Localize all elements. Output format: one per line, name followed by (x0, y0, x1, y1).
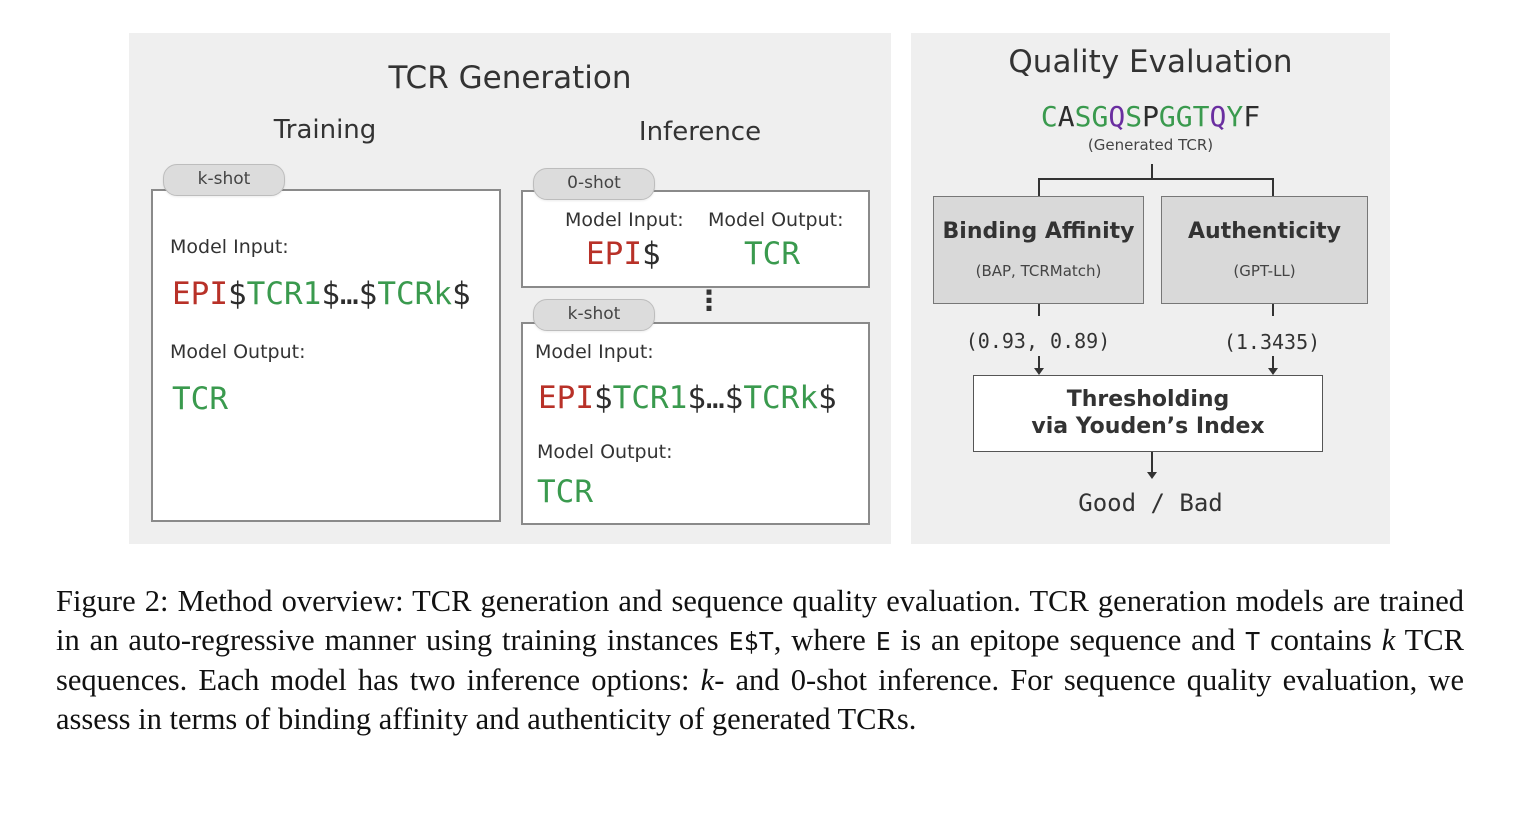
binding-affinity-score: (0.93, 0.89) (965, 329, 1111, 353)
generated-tcr-residue: Q (1209, 100, 1227, 133)
caption-text: Figure 2: Method overview: TCR generatio… (56, 584, 1464, 657)
epitope-token: EPI (586, 236, 642, 272)
inference-k-shot-output-label: Model Output: (537, 441, 673, 463)
authenticity-box: Authenticity (GPT-LL) (1161, 196, 1368, 304)
training-input-sequence: EPI$TCR1$…$TCRk$ (172, 276, 471, 312)
caption-code: T (1245, 627, 1261, 656)
separator-token: $ (451, 276, 471, 312)
generated-tcr-sequence: CASGQSPGGTQYF (911, 100, 1390, 133)
arrow-head-icon (1268, 368, 1278, 375)
zero-shot-output-label: Model Output: (708, 209, 844, 231)
connector-line (1038, 304, 1040, 316)
caption-italic-k: k (700, 663, 715, 697)
tcrk-token: TCRk (743, 380, 818, 416)
caption-text: TCR sequences. Each model has two infere… (56, 623, 1464, 697)
training-output-sequence: TCR (172, 381, 228, 417)
zero-shot-input-label: Model Input: (565, 209, 684, 231)
inference-k-shot-box (521, 322, 870, 525)
separator-token: $ (817, 380, 837, 416)
tcrk-token: TCRk (377, 276, 452, 312)
tcr1-token: TCR1 (612, 380, 688, 416)
generated-tcr-residue: S (1074, 100, 1092, 133)
caption-code: E (875, 627, 891, 656)
thresholding-box: Thresholding via Youden’s Index (973, 375, 1323, 452)
binding-affinity-title: Binding Affinity (942, 219, 1135, 244)
binding-affinity-methods: (BAP, TCRMatch) (975, 262, 1102, 280)
connector-line (1038, 178, 1273, 180)
result-good-bad: Good / Bad (1078, 489, 1223, 517)
generated-tcr-residue: T (1192, 100, 1210, 133)
generated-tcr-residue: Q (1108, 100, 1126, 133)
inference-k-shot-input-sequence: EPI$TCR1$…$TCRk$ (538, 380, 837, 416)
generated-tcr-residue: Y (1226, 100, 1244, 133)
training-output-label: Model Output: (170, 341, 306, 363)
zero-shot-pill: 0-shot (533, 168, 655, 200)
generated-tcr-residue: C (1040, 100, 1058, 133)
epitope-token: EPI (538, 380, 594, 416)
generated-tcr-residue: P (1142, 100, 1159, 133)
caption-text: , where (773, 623, 876, 657)
inference-heading: Inference (638, 117, 762, 147)
caption-text: - and 0-shot inference. For sequence qua… (56, 663, 1464, 736)
generated-tcr-residue: G (1158, 100, 1176, 133)
epitope-token: EPI (172, 276, 228, 312)
vertical-ellipsis: ⋮ (695, 284, 723, 317)
authenticity-title: Authenticity (1188, 219, 1341, 244)
connector-line (1038, 178, 1040, 197)
binding-affinity-box: Binding Affinity (BAP, TCRMatch) (933, 196, 1144, 304)
thresholding-line1: Thresholding (1066, 387, 1230, 412)
generated-tcr-residue: G (1175, 100, 1193, 133)
caption-code: E$T (728, 627, 774, 656)
separator-token: $ (594, 380, 613, 416)
caption-italic-k: k (1381, 623, 1396, 657)
connector-line (1151, 452, 1153, 473)
tcr1-token: TCR1 (246, 276, 322, 312)
generated-tcr-residue: S (1125, 100, 1143, 133)
thresholding-line2: via Youden’s Index (1031, 414, 1265, 439)
generated-tcr-residue: F (1243, 100, 1261, 133)
authenticity-score: (1.3435) (1223, 330, 1321, 354)
training-box (151, 189, 501, 522)
inference-k-shot-input-label: Model Input: (535, 341, 654, 363)
connector-line (1151, 164, 1153, 179)
zero-shot-box (521, 190, 870, 288)
quality-evaluation-title: Quality Evaluation (1008, 44, 1293, 80)
arrow-head-icon (1147, 472, 1157, 479)
training-k-shot-pill: k-shot (163, 164, 285, 196)
separator-token: $ (228, 276, 247, 312)
caption-text: is an epitope sequence and (890, 623, 1246, 657)
zero-shot-output-sequence: TCR (744, 236, 800, 272)
connector-line (1272, 304, 1274, 316)
inference-k-shot-output-sequence: TCR (537, 474, 593, 510)
connector-line (1272, 178, 1274, 197)
generated-tcr-residue: A (1057, 100, 1075, 133)
connector-line (1272, 356, 1274, 369)
tcr-generation-title: TCR Generation (388, 60, 632, 96)
separator-ellipsis-token: $…$ (687, 380, 744, 416)
generated-tcr-label: (Generated TCR) (1087, 136, 1214, 154)
training-heading: Training (273, 115, 377, 145)
separator-ellipsis-token: $…$ (321, 276, 378, 312)
separator-token: $ (642, 236, 661, 272)
training-input-label: Model Input: (170, 236, 289, 258)
caption-text: contains (1260, 623, 1382, 657)
arrow-head-icon (1034, 368, 1044, 375)
connector-line (1038, 356, 1040, 369)
authenticity-methods: (GPT-LL) (1233, 262, 1296, 280)
figure-caption: Figure 2: Method overview: TCR generatio… (56, 582, 1464, 739)
inference-k-shot-pill: k-shot (533, 299, 655, 331)
generated-tcr-residue: G (1091, 100, 1109, 133)
zero-shot-input-sequence: EPI$ (586, 236, 661, 272)
